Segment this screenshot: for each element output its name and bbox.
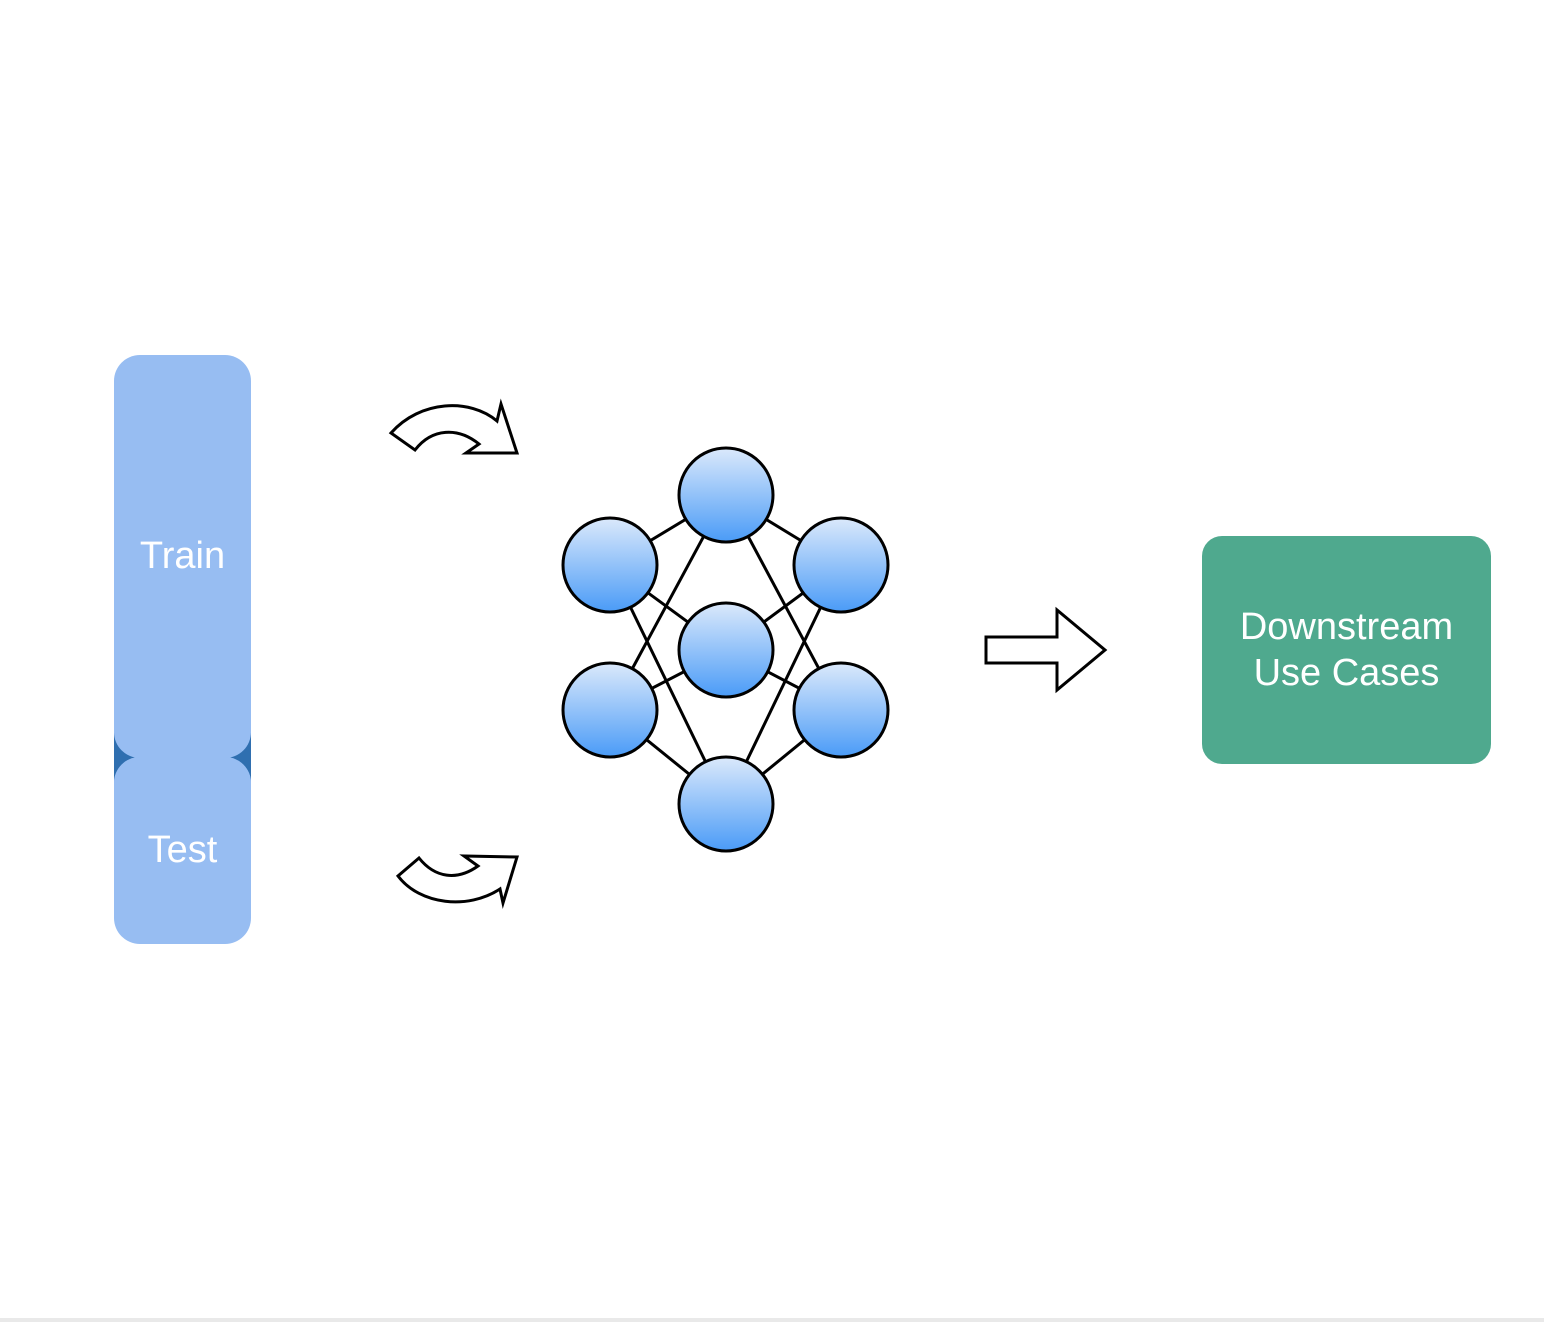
network-nodes (561, 446, 890, 853)
train-label: Train (139, 535, 226, 577)
output-label-line1: Downstream (1239, 606, 1454, 648)
train-block-base (114, 700, 251, 758)
node-hidden-top (677, 446, 775, 544)
train-block: Train (114, 355, 251, 758)
node-input-bottom (561, 661, 659, 759)
output-label-line2: Use Cases (1253, 652, 1440, 694)
right-arrow-icon (984, 606, 1108, 694)
neural-network-icon (561, 446, 890, 853)
bottom-divider (0, 1318, 1544, 1322)
test-curved-arrow-icon (395, 854, 520, 909)
node-input-top (561, 516, 659, 614)
test-block: Test (114, 757, 251, 944)
test-label: Test (147, 829, 218, 871)
node-hidden-bottom (677, 755, 775, 853)
node-hidden-middle (677, 601, 775, 699)
node-output-bottom (792, 661, 890, 759)
node-output-top (792, 516, 890, 614)
train-curved-arrow-icon (388, 398, 520, 455)
downstream-use-cases-box: Downstream Use Cases (1202, 536, 1491, 764)
